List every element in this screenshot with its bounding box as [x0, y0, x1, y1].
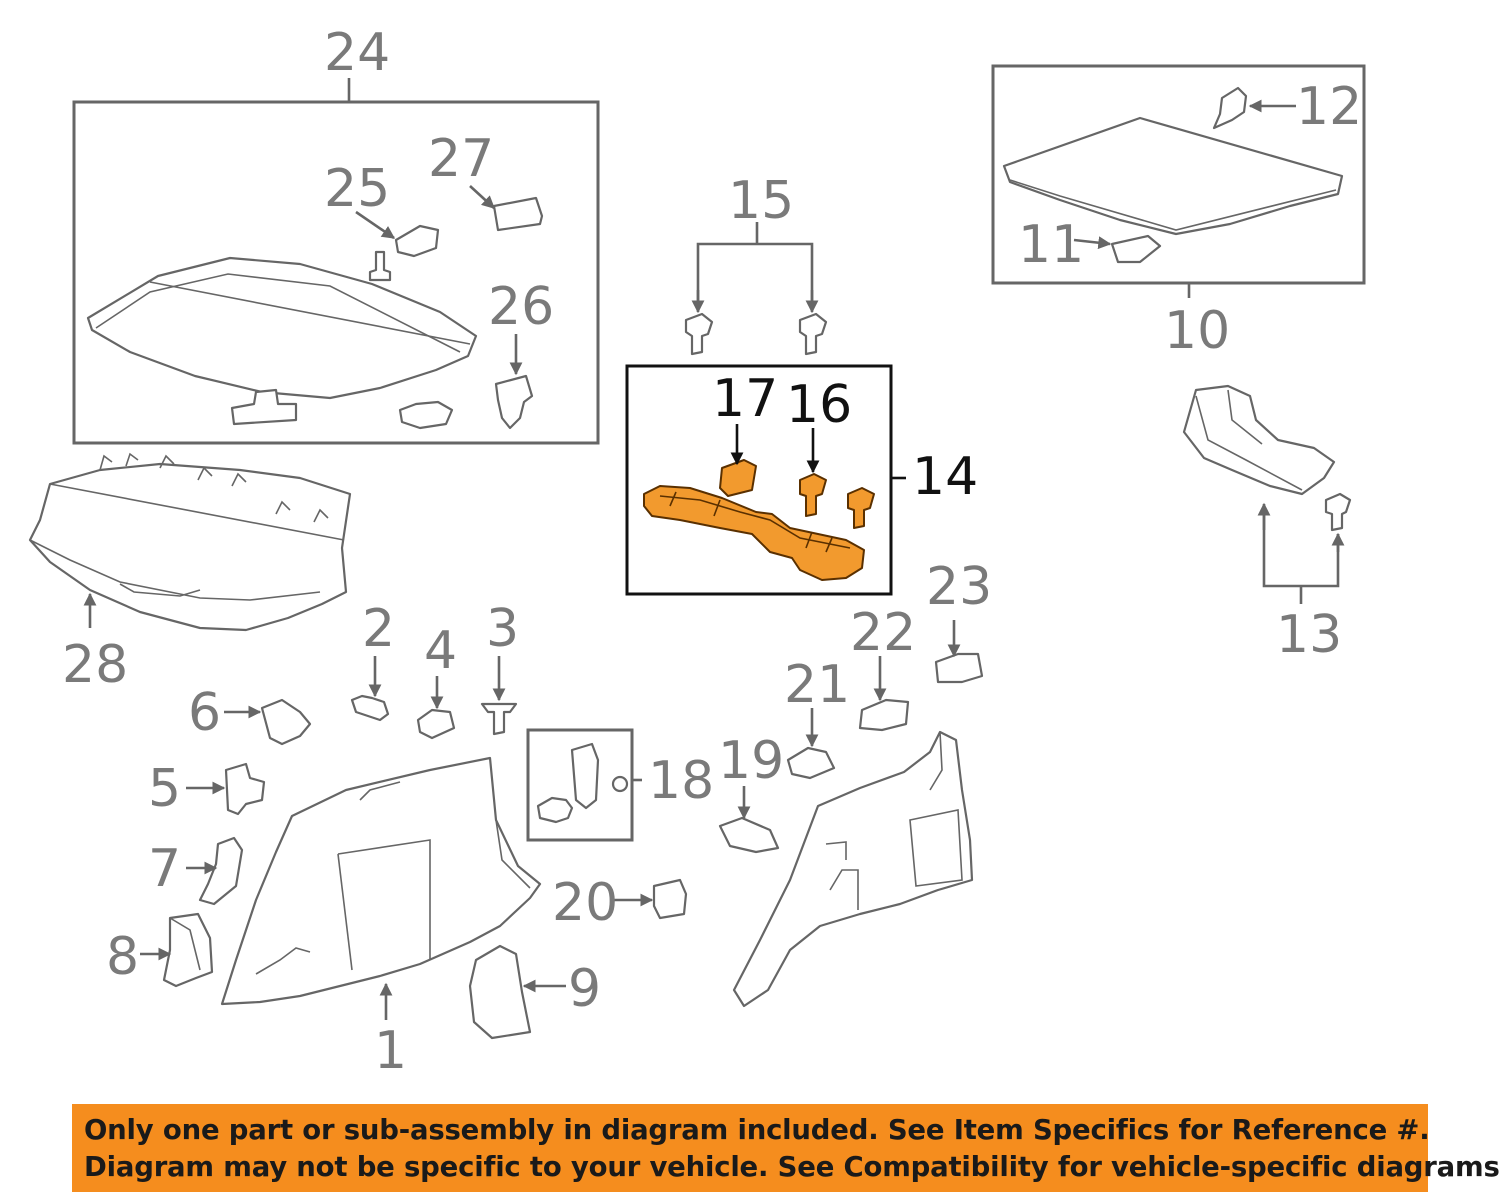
callout-18: 18: [648, 751, 714, 811]
callout-21: 21: [784, 655, 850, 715]
callout-24: 24: [324, 23, 390, 83]
cap-27: [492, 196, 544, 232]
callout-27: 27: [428, 129, 494, 189]
callout-10: 10: [1164, 301, 1230, 361]
callout-7: 7: [148, 839, 181, 899]
bolt-25: [368, 250, 392, 282]
callout-14: 14: [912, 447, 978, 507]
clip-19: [718, 816, 780, 854]
disclaimer-line-1: Only one part or sub-assembly in diagram…: [84, 1114, 1430, 1146]
callout-15: 15: [728, 171, 794, 231]
clip-12: [1212, 86, 1248, 130]
bolt-16[interactable]: [799, 473, 827, 517]
bolt-16-second[interactable]: [847, 487, 875, 529]
group-14-highlighted: 17 16 14: [625, 364, 978, 596]
clip-26: [494, 374, 534, 430]
group-10-box: [991, 64, 1366, 285]
group-18-box: [526, 728, 634, 842]
disclaimer-banner: Only one part or sub-assembly in diagram…: [72, 1104, 1500, 1192]
cap-20: [652, 878, 688, 920]
callout-12: 12: [1296, 77, 1362, 137]
group-13-bracket: 13: [1182, 384, 1352, 665]
pin-3: [480, 702, 518, 736]
bolt-15-right: [798, 312, 828, 356]
clip-22: [858, 698, 910, 732]
callout-16: 16: [786, 375, 852, 435]
callout-1: 1: [374, 1021, 407, 1081]
callout-6: 6: [188, 683, 221, 743]
callout-20: 20: [552, 873, 618, 933]
group-10-floor-board: 12 11 10: [991, 64, 1366, 361]
callout-9: 9: [568, 959, 601, 1019]
bracket-13: [1182, 384, 1336, 496]
callout-17: 17: [712, 369, 778, 429]
callout-25: 25: [324, 159, 390, 219]
clip-6: [260, 698, 312, 746]
clip-23: [934, 652, 984, 684]
bolt-15-left: [684, 312, 714, 356]
bolt-18: [536, 796, 574, 824]
callout-13: 13: [1276, 605, 1342, 665]
callout-22: 22: [850, 603, 916, 663]
cargo-cover-body: [28, 462, 352, 632]
callout-3: 3: [486, 599, 519, 659]
bracket-right: [398, 400, 454, 430]
washer-18: [611, 775, 629, 793]
panel-9: [468, 944, 532, 1040]
callout-28: 28: [62, 635, 128, 695]
clip-25: [394, 224, 440, 258]
bracket-5: [224, 762, 266, 816]
callout-26: 26: [488, 277, 554, 337]
disclaimer-line-2: Diagram may not be specific to your vehi…: [84, 1151, 1500, 1183]
bolt-2: [350, 694, 390, 722]
quarter-trim-panel-right: [732, 730, 974, 1008]
bracket-7: [198, 836, 244, 906]
callout-11: 11: [1018, 215, 1084, 275]
group-15-bolts: 15: [684, 171, 828, 356]
callout-4: 4: [424, 621, 457, 681]
bracket-8: [162, 912, 214, 988]
callout-5: 5: [148, 759, 181, 819]
callout-19: 19: [718, 731, 784, 791]
callout-23: 23: [926, 557, 992, 617]
right-side-parts: 23 22 21 19: [718, 557, 992, 1008]
cargo-cover-28: 28: [28, 452, 352, 695]
group-24-tonneau-cover: 24 25 27 26: [72, 23, 600, 445]
bracket-left: [230, 388, 298, 426]
bolt-13: [1324, 492, 1352, 532]
callout-2: 2: [362, 599, 395, 659]
cross-member-14[interactable]: [643, 485, 865, 581]
cover-panel: [86, 256, 478, 400]
clip-4: [416, 708, 456, 740]
left-side-parts: 2 3 4 6 5 7 8 1 9 18 20: [106, 599, 714, 1081]
hook-18: [570, 742, 600, 810]
cap-11: [1110, 234, 1162, 264]
pad-17[interactable]: [719, 459, 757, 497]
group-24-box: [72, 100, 600, 445]
quarter-trim-panel-1: [220, 756, 542, 1006]
group-14-box: [625, 364, 893, 596]
callout-8: 8: [106, 927, 139, 987]
clip-21: [786, 746, 836, 780]
